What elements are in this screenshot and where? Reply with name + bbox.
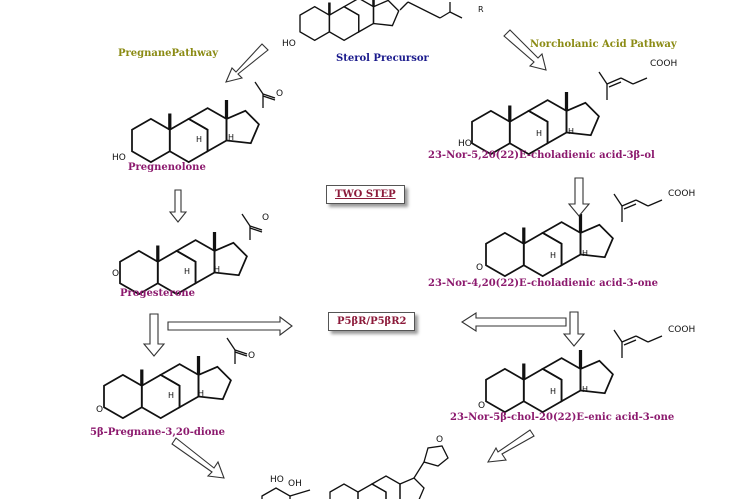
cardenolide-ho-atom: HO [270, 475, 284, 485]
nor-choladienic-3-one-side-chain [613, 193, 663, 223]
nor-3-one-cooh: COOH [668, 189, 695, 199]
nor-3-one-h-atom: H [550, 251, 556, 260]
nor-choladienic-3b-ol-structure [470, 90, 601, 156]
pregnenolone-structure [130, 98, 261, 164]
sterol-side-chain [399, 1, 463, 19]
cardenolide-structure [261, 445, 449, 499]
p5br-box: P5βR/P5βR2 [328, 312, 416, 331]
cardenolide-oh-atom: OH [288, 479, 302, 489]
nor-3b-ol-h2-atom: H [568, 127, 574, 136]
sterol-ho-atom: HO [282, 39, 296, 49]
nor-choladienic-3b-ol-side-chain [598, 71, 648, 101]
progesterone-h-atom: H [184, 267, 190, 276]
arrow-to-pregnane-dione [142, 313, 166, 357]
pregnane-dione-structure [102, 354, 233, 420]
progesterone-o-ring-atom: O [112, 269, 119, 279]
pregnenolone-h2-atom: H [228, 133, 234, 142]
pregnane-dione-side-chain [226, 337, 248, 365]
sterol-precursor-structure [298, 0, 400, 42]
arrow-to-progesterone [168, 189, 188, 223]
progesterone-label: Progesterone [120, 288, 195, 299]
nor-choladienic-3b-ol-label: 23-Nor-5,20(22)E-choladienic acid-3β-ol [428, 150, 655, 161]
pregnane-dione-h2-atom: H [198, 389, 204, 398]
p5br-label: P5βR/P5βR2 [337, 316, 407, 327]
pregnenolone-h-atom: H [196, 135, 202, 144]
pregnane-dione-o-side-atom: O [248, 351, 255, 361]
arrow-horizontal-left [460, 311, 567, 333]
nor-3b-ol-cooh: COOH [650, 59, 677, 69]
pregnane-dione-label: 5β-Pregnane-3,20-dione [90, 427, 226, 438]
progesterone-side-chain [241, 213, 263, 241]
nor-3-one-h2-atom: H [582, 249, 588, 258]
pregnane-pathway-label: PregnanePathway [118, 48, 219, 59]
sterol-precursor-label: Sterol Precursor [336, 53, 429, 64]
arrow-to-nor-3b-ol [503, 29, 547, 71]
arrow-to-nor-3-one [567, 177, 591, 217]
nor-3b-ol-h-atom: H [536, 129, 542, 138]
nor-cholenic-3-one-structure [484, 348, 615, 414]
arrow-to-cardenolide-right [486, 429, 535, 463]
arrow-horizontal-right [167, 315, 293, 337]
cardenolide-o-atom: O [436, 435, 443, 445]
arrow-to-nor-enic [562, 311, 586, 347]
pregnane-dione-o-ring-atom: O [96, 405, 103, 415]
two-step-box: TWO STEP [326, 185, 405, 204]
pregnenolone-ho-atom: HO [112, 153, 126, 163]
norcholanic-pathway-label: Norcholanic Acid Pathway [530, 39, 677, 50]
nor-enic-o-atom: O [478, 401, 485, 411]
two-step-label: TWO STEP [335, 189, 396, 200]
sterol-r-atom: R [478, 5, 484, 14]
progesterone-o-side-atom: O [262, 213, 269, 223]
nor-enic-h-atom: H [550, 387, 556, 396]
nor-3b-ol-ho-atom: HO [458, 139, 472, 149]
progesterone-structure [118, 230, 249, 296]
pregnane-dione-h-atom: H [168, 391, 174, 400]
pregnenolone-o-atom: O [276, 89, 283, 99]
nor-cholenic-3-one-label: 23-Nor-5β-chol-20(22)E-enic acid-3-one [450, 412, 675, 423]
nor-3-one-o-atom: O [476, 263, 483, 273]
nor-enic-h2-atom: H [582, 385, 588, 394]
arrow-to-pregnenolone [225, 43, 269, 83]
nor-cholenic-3-one-side-chain [613, 329, 663, 359]
pregnenolone-label: Pregnenolone [128, 162, 206, 173]
nor-choladienic-3-one-label: 23-Nor-4,20(22)E-choladienic acid-3-one [428, 278, 659, 289]
arrow-to-cardenolide-left [171, 437, 225, 479]
nor-choladienic-3-one-structure [484, 212, 615, 278]
nor-enic-cooh: COOH [668, 325, 695, 335]
pregnenolone-side-chain [254, 81, 276, 109]
progesterone-h2-atom: H [214, 265, 220, 274]
